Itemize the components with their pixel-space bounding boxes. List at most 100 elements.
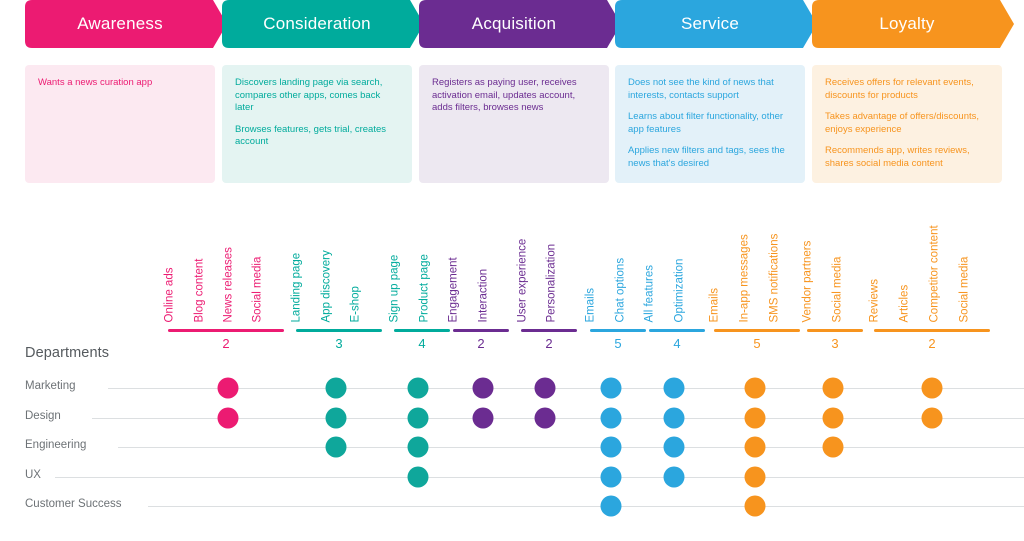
matrix-row: Marketing — [0, 380, 1024, 392]
matrix-dot[interactable] — [407, 436, 429, 458]
matrix-dot[interactable] — [822, 436, 844, 458]
matrix-dot[interactable] — [217, 407, 239, 429]
touchpoint-label: Online ads — [163, 267, 176, 322]
matrix-dot[interactable] — [325, 407, 347, 429]
stage-title: Consideration — [263, 14, 371, 33]
touchpoint-label: SMS notifications — [768, 233, 781, 322]
touchpoint-group-underline — [714, 329, 800, 332]
matrix-row-label: Marketing — [25, 380, 82, 392]
matrix-dot[interactable] — [663, 466, 685, 488]
matrix-dot[interactable] — [822, 377, 844, 399]
touchpoint-label: Optimization — [673, 258, 686, 322]
touchpoint-label: Social media — [251, 256, 264, 322]
touchpoint-group-count: 5 — [753, 336, 761, 351]
matrix-dot[interactable] — [921, 377, 943, 399]
matrix-dot[interactable] — [472, 407, 494, 429]
matrix-row: Customer Success — [0, 498, 1024, 510]
matrix-row-label: Engineering — [25, 439, 93, 451]
stage-description-card: Discovers landing page via search, compa… — [222, 65, 412, 183]
touchpoint-label: Reviews — [868, 278, 881, 322]
touchpoint-label: Chat options — [614, 257, 627, 322]
matrix-dot[interactable] — [472, 377, 494, 399]
matrix-dot[interactable] — [822, 407, 844, 429]
matrix-row-line — [118, 447, 1024, 448]
touchpoint-group-count: 2 — [928, 336, 936, 351]
stage-bullet: Wants a news curation app — [38, 77, 153, 88]
matrix-row-label: UX — [25, 469, 47, 481]
stage-bullet: Recommends app, writes reviews, shares s… — [825, 145, 970, 169]
matrix-dot[interactable] — [600, 495, 622, 517]
touchpoint-group-count: 4 — [673, 336, 681, 351]
touchpoint-label: User experience — [516, 238, 529, 322]
matrix-dot[interactable] — [744, 377, 766, 399]
touchpoint-group-count: 5 — [614, 336, 622, 351]
matrix-dot[interactable] — [600, 466, 622, 488]
matrix-dot[interactable] — [744, 407, 766, 429]
matrix-dot[interactable] — [600, 436, 622, 458]
touchpoint-group-underline — [590, 329, 646, 332]
touchpoint-group-underline — [649, 329, 705, 332]
matrix-dot[interactable] — [325, 377, 347, 399]
matrix-dot[interactable] — [744, 466, 766, 488]
matrix-dot[interactable] — [744, 495, 766, 517]
matrix-dot[interactable] — [534, 377, 556, 399]
stage-description-card: Does not see the kind of news that inter… — [615, 65, 805, 183]
touchpoint-label: App discovery — [320, 249, 333, 322]
stage-bullet: Discovers landing page via search, compa… — [235, 77, 383, 114]
matrix-dot[interactable] — [217, 377, 239, 399]
matrix-row-label: Design — [25, 410, 67, 422]
stage-bullet: Browses features, gets trial, creates ac… — [235, 123, 387, 148]
touchpoint-label: Vendor partners — [801, 240, 814, 322]
touchpoint-label: Social media — [831, 256, 844, 322]
touchpoint-group-underline — [521, 329, 577, 332]
matrix-dot[interactable] — [663, 407, 685, 429]
touchpoint-label: Landing page — [290, 252, 303, 322]
touchpoint-label: Sign up page — [388, 254, 401, 322]
touchpoint-group-count: 3 — [831, 336, 839, 351]
matrix-dot[interactable] — [663, 436, 685, 458]
matrix-row-line — [108, 388, 1024, 389]
matrix-dot[interactable] — [407, 407, 429, 429]
matrix-dot[interactable] — [663, 377, 685, 399]
touchpoint-label: Emails — [708, 287, 721, 322]
matrix-dot[interactable] — [744, 436, 766, 458]
touchpoint-group-underline — [168, 329, 284, 332]
matrix-row-label: Customer Success — [25, 498, 128, 510]
matrix-row-line — [92, 418, 1024, 419]
matrix-row: Design — [0, 410, 1024, 422]
matrix-dot[interactable] — [325, 436, 347, 458]
matrix-dot[interactable] — [407, 466, 429, 488]
touchpoint-group-count: 3 — [335, 336, 343, 351]
touchpoint-label: Engagement — [447, 256, 460, 322]
touchpoint-label: Emails — [584, 287, 597, 322]
matrix-dot[interactable] — [534, 407, 556, 429]
matrix-row-line — [55, 477, 1024, 478]
touchpoint-label: Product page — [418, 253, 431, 322]
stage-bullet: Takes advantage of offers/discounts, enj… — [825, 111, 980, 135]
stage-arrow-awareness[interactable]: Awareness — [25, 0, 227, 48]
touchpoint-label: Blog content — [193, 258, 206, 322]
matrix-dot[interactable] — [600, 407, 622, 429]
stage-arrow-loyalty[interactable]: Loyalty — [812, 0, 1014, 48]
stage-arrow-service[interactable]: Service — [615, 0, 817, 48]
stage-arrow-consideration[interactable]: Consideration — [222, 0, 424, 48]
stage-bullet: Registers as paying user, receives activ… — [432, 77, 577, 114]
touchpoint-group-count: 2 — [545, 336, 553, 351]
matrix-dot[interactable] — [921, 407, 943, 429]
touchpoint-label: Competitor content — [928, 224, 941, 322]
stage-title: Awareness — [77, 14, 163, 33]
touchpoint-group-underline — [296, 329, 382, 332]
touchpoint-label: In-app messages — [738, 233, 751, 322]
touchpoint-label: All features — [643, 264, 656, 322]
matrix-row-line — [148, 506, 1024, 507]
stage-bullet: Learns about filter functionality, other… — [628, 111, 784, 135]
matrix-dot[interactable] — [407, 377, 429, 399]
stage-arrow-acquisition[interactable]: Acquisition — [419, 0, 621, 48]
matrix-dot[interactable] — [600, 377, 622, 399]
